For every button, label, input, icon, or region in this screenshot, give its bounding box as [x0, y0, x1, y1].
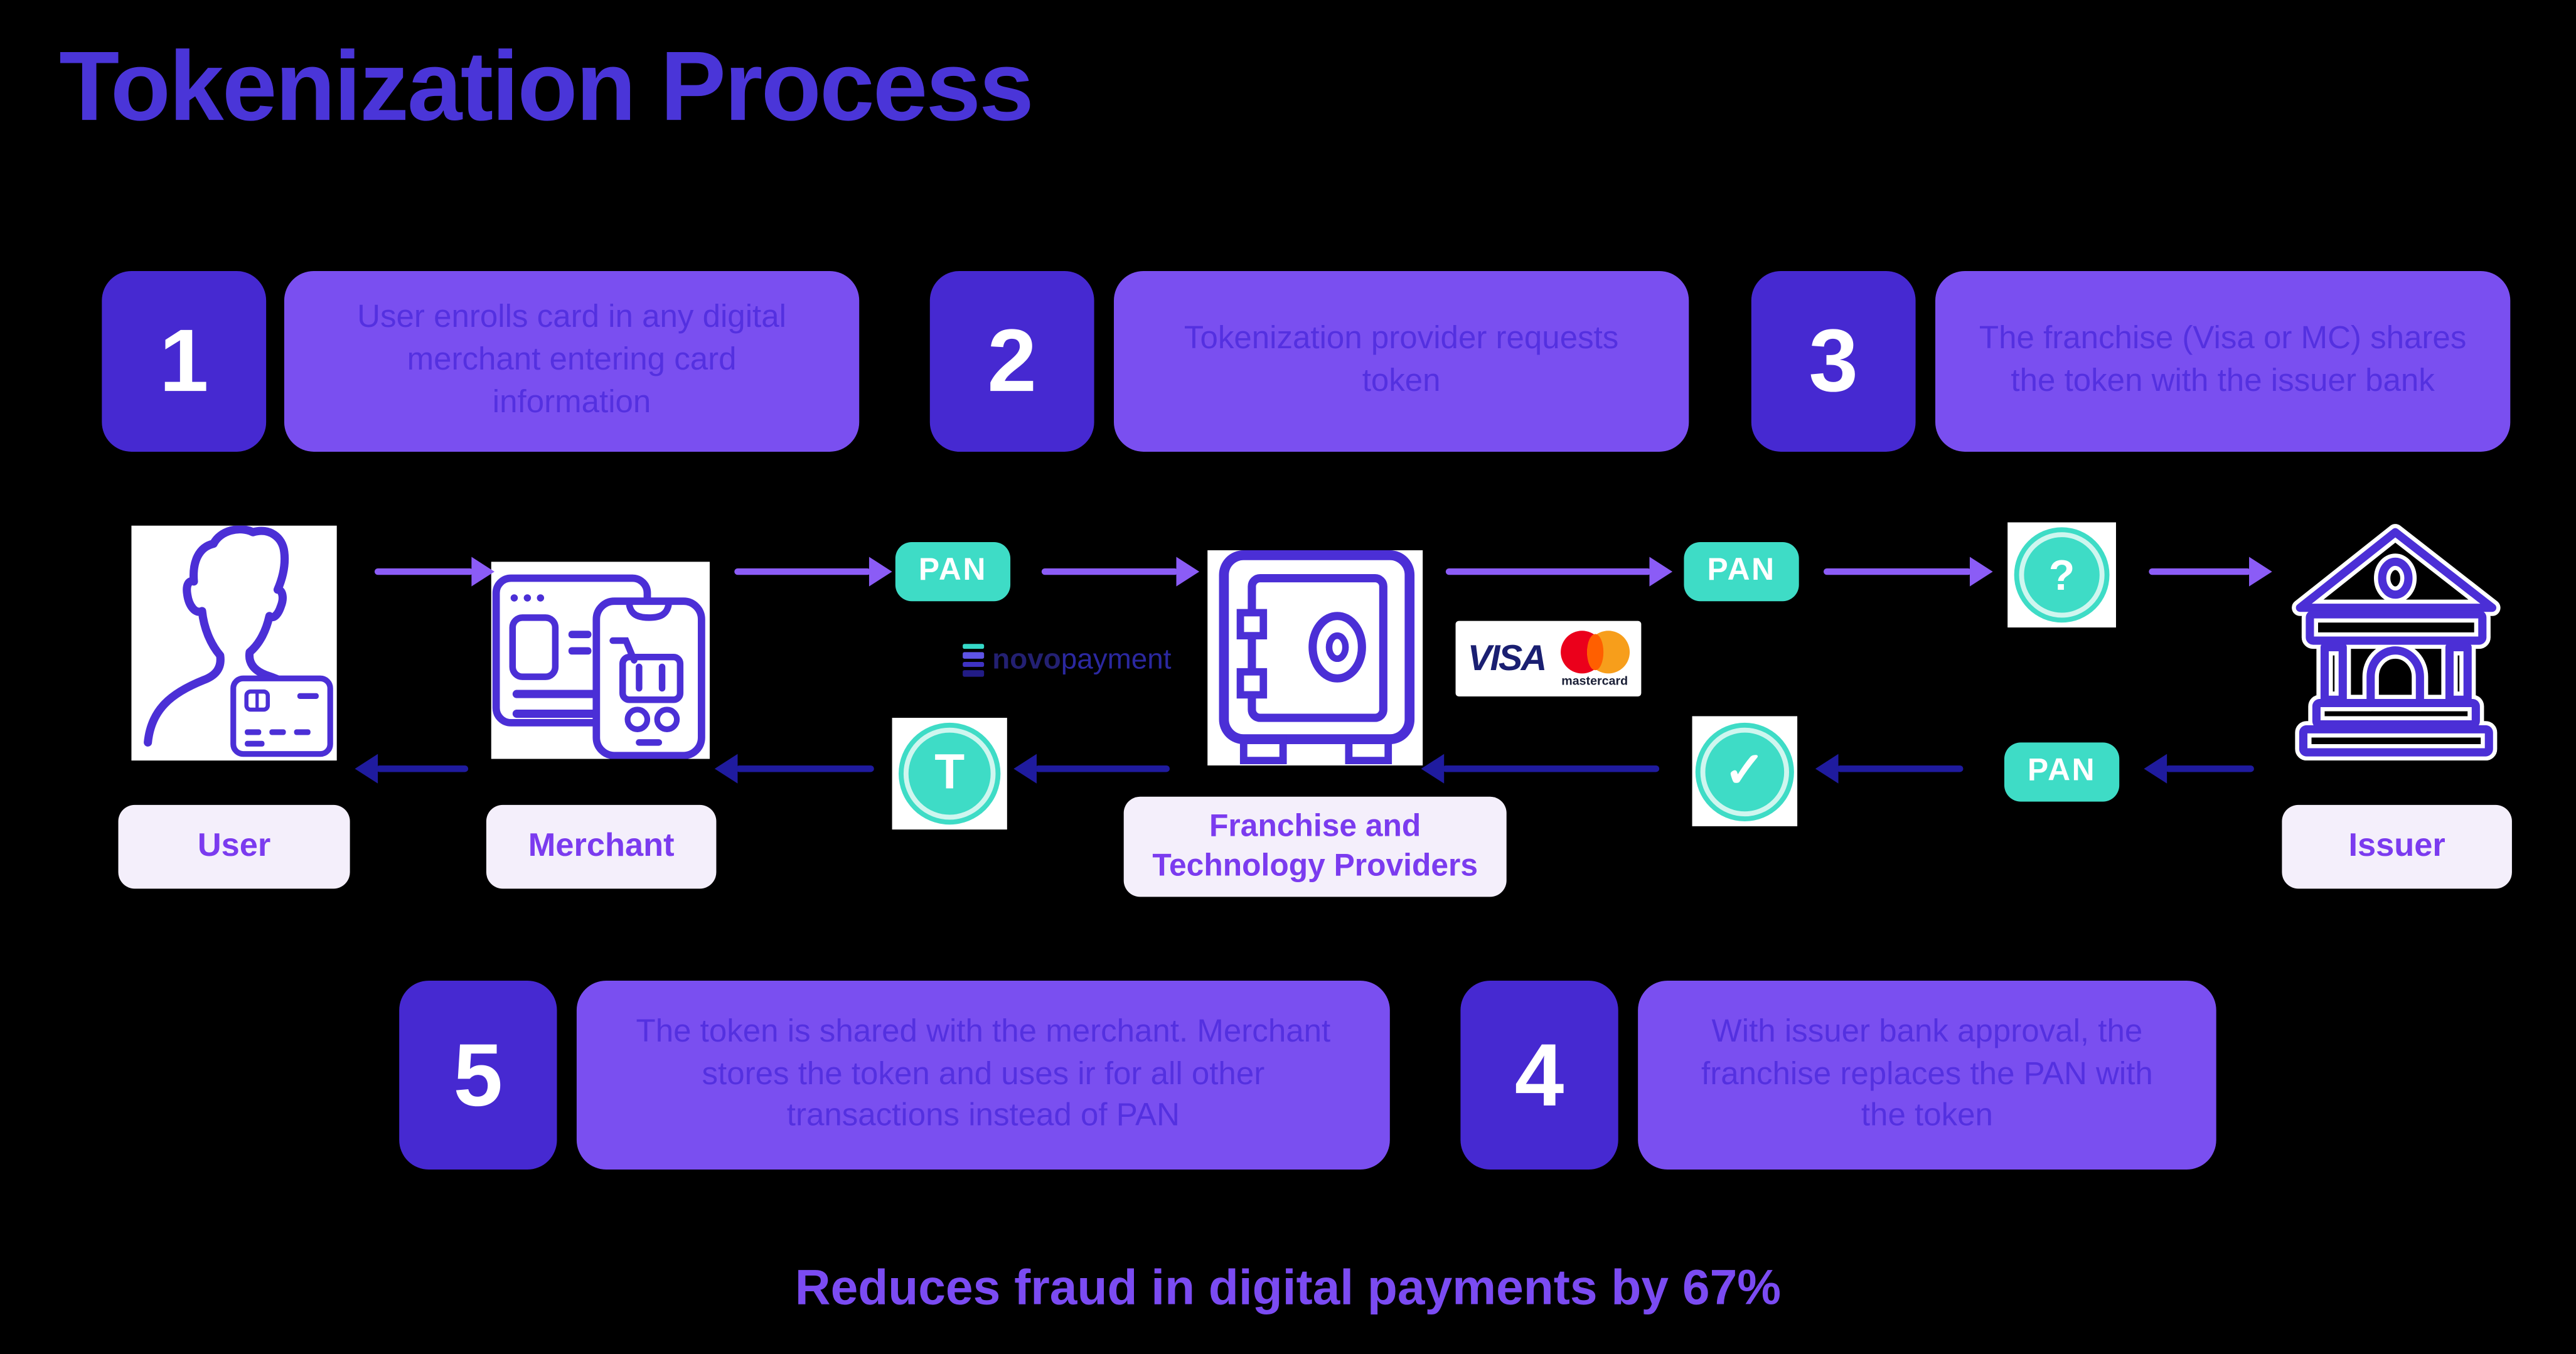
vault-icon: [1207, 550, 1423, 765]
credit-card-icon: [230, 675, 333, 757]
novopayment-wordmark-bold: novo: [992, 642, 1061, 675]
merchant-icon: [491, 562, 710, 759]
step-1-description: User enrolls card in any digital merchan…: [284, 270, 860, 452]
pan-badge-2: PAN: [1684, 541, 1799, 602]
step-3-number: 3: [1751, 270, 1916, 452]
question-glyph: ?: [2048, 549, 2075, 599]
check-glyph: ✓: [1724, 744, 1766, 799]
arrow-pan-to-vault: [1041, 568, 1178, 575]
pan-badge-text: PAN: [2027, 754, 2097, 789]
user-icon: [131, 525, 337, 761]
label-user: User: [118, 804, 350, 889]
label-merchant: Merchant: [486, 804, 717, 889]
arrow-pan-to-question: [1823, 568, 1972, 575]
mastercard-wordmark: mastercard: [1561, 673, 1628, 688]
arrow-merchant-to-pan: [734, 568, 871, 575]
bank-icon: [2284, 519, 2509, 760]
label-franchise-providers: Franchise and Technology Providers: [1123, 796, 1507, 897]
step-4-description: With issuer bank approval, the franchise…: [1638, 980, 2216, 1170]
question-coin-icon: ?: [2007, 522, 2116, 628]
arrow-merchant-to-user: [376, 765, 469, 772]
mastercard-circles-icon: [1560, 630, 1630, 673]
step-1-number: 1: [102, 270, 267, 452]
check-coin-icon: ✓: [1692, 716, 1798, 826]
step-3-description: The franchise (Visa or MC) shares the to…: [1935, 270, 2511, 452]
footer-stat: Reduces fraud in digital payments by 67%: [794, 1261, 1782, 1316]
arrow-check-to-vault: [1442, 765, 1660, 772]
pan-badge-3: PAN: [2004, 742, 2120, 802]
arrow-user-to-merchant: [374, 568, 473, 575]
token-coin-icon: T: [892, 718, 1007, 830]
arrow-pan-to-check: [1836, 765, 1964, 772]
novopayment-bars-icon: [963, 642, 985, 676]
novopayment-wordmark-light: payment: [1061, 642, 1172, 675]
step-4-number: 4: [1460, 980, 1618, 1170]
step-5-number: 5: [399, 980, 557, 1170]
token-letter: T: [934, 745, 965, 800]
step-5-description: The token is shared with the merchant. M…: [576, 980, 1390, 1170]
pan-badge-1: PAN: [895, 541, 1011, 602]
pan-badge-text: PAN: [1707, 553, 1776, 589]
pan-badge-text: PAN: [918, 553, 988, 589]
step-2-number: 2: [929, 270, 1094, 452]
arrow-token-to-merchant: [735, 765, 874, 772]
step-2-description: Tokenization provider requests token: [1114, 270, 1689, 452]
arrow-issuer-to-pan: [2165, 765, 2254, 772]
page-title: Tokenization Process: [59, 31, 1034, 142]
arrow-vault-to-pan: [1445, 568, 1652, 575]
visa-logo: VISA: [1467, 637, 1547, 679]
label-issuer: Issuer: [2282, 804, 2512, 889]
mastercard-logo: mastercard: [1560, 630, 1630, 688]
arrow-question-to-issuer: [2149, 568, 2251, 575]
arrow-vault-to-token: [1035, 765, 1170, 772]
card-networks-logo: VISA mastercard: [1455, 621, 1642, 697]
